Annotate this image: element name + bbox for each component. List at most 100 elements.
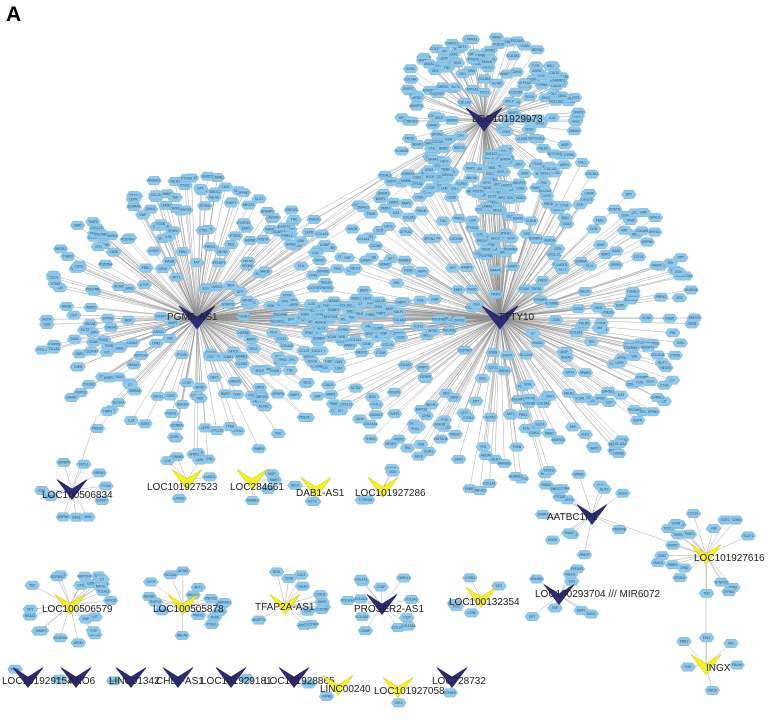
gene-node-label: LEPR <box>129 198 138 202</box>
gene-node-label: C7 <box>100 578 104 582</box>
gene-node: CLDN5 <box>523 216 539 226</box>
gene-node: LEPR <box>143 577 159 587</box>
gene-node: PECAM1 <box>509 36 526 46</box>
gene-node: FAP <box>565 422 581 432</box>
gene-node-shape <box>239 261 255 271</box>
gene-node-label: CYR61 <box>463 416 474 420</box>
gene-node: COMP <box>317 240 333 250</box>
gene-node: COL11A1 <box>649 350 666 360</box>
gene-node-label: SGCA <box>535 423 545 427</box>
gene-node-label: FN1 <box>275 432 281 436</box>
network-edge <box>479 317 501 491</box>
gene-node-label: EFEMP1 <box>213 261 226 265</box>
gene-node-label: LAMA2 <box>161 204 172 208</box>
gene-node-label: APOD <box>195 385 205 389</box>
gene-node: COMP <box>357 626 374 636</box>
gene-node: FOS <box>412 295 429 305</box>
gene-node-label: TEK <box>172 196 179 200</box>
gene-node-shape <box>476 88 492 98</box>
gene-node-shape <box>522 115 538 125</box>
gene-node-label: SELE <box>249 347 257 351</box>
gene-node-shape <box>202 242 219 252</box>
gene-node-shape <box>195 225 212 235</box>
network-edge <box>422 317 501 368</box>
gene-node-label: COL1A2 <box>340 304 352 308</box>
gene-node: ABCA8 <box>174 631 190 640</box>
network-edge <box>196 217 274 319</box>
gene-node: ZNF423 <box>483 149 499 159</box>
hub-node: LOC101929181 <box>201 667 272 688</box>
gene-node-label: MAOB <box>488 201 497 205</box>
gene-node-label: SNAI2 <box>564 531 573 535</box>
gene-node-label: IL33 <box>128 419 134 423</box>
gene-node-shape <box>454 69 471 79</box>
gene-node-label: DES <box>228 243 235 247</box>
gene-node-label: CPA3 <box>152 341 160 345</box>
gene-node-label: LMOD1 <box>581 198 592 202</box>
gene-node: MMP2 <box>323 390 339 400</box>
gene-node-label: SYNPO2 <box>222 302 235 306</box>
gene-node: COL1A2 <box>45 344 62 354</box>
gene-node-label: PDE2A <box>299 416 310 420</box>
gene-node: COL6A3 <box>353 594 369 604</box>
gene-node-label: NNMT <box>162 192 171 196</box>
gene-node-shape <box>649 350 666 360</box>
gene-node: MYH11 <box>646 227 663 237</box>
gene-node-label: ABCA8 <box>177 634 188 638</box>
gene-node-label: RSPO3 <box>180 208 191 212</box>
gene-node: LUM <box>191 455 208 465</box>
gene-node-label: LUM <box>335 367 342 371</box>
gene-node: MYLK <box>489 206 506 215</box>
gene-node-shape <box>429 130 446 140</box>
gene-node-shape <box>447 82 464 92</box>
network-edge <box>499 239 538 319</box>
gene-node-label: CYR61 <box>537 83 548 87</box>
gene-node-label: CPA3 <box>502 130 510 134</box>
gene-node-label: COL3A1 <box>507 54 519 58</box>
network-edge <box>494 317 501 460</box>
gene-node-label: CALD1 <box>323 383 334 387</box>
gene-node: CTGF <box>373 582 389 592</box>
network-edge <box>416 183 501 319</box>
gene-node-label: DPT <box>626 193 632 197</box>
network-edge <box>497 210 501 319</box>
gene-node: PTGIS <box>203 620 220 629</box>
gene-node-shape <box>458 263 475 272</box>
hub-node-label: LOC101927286 <box>355 488 426 499</box>
gene-node: SELE <box>245 344 262 354</box>
gene-node-label: FBLN5 <box>579 321 589 325</box>
gene-node: COMP <box>146 246 162 256</box>
gene-node-label: ATP1A2 <box>411 182 423 186</box>
gene-node: CD36 <box>547 315 564 325</box>
gene-node-label: VCAN <box>575 396 585 400</box>
gene-node-shape <box>211 258 227 268</box>
gene-node: KCNMB1 <box>544 298 560 308</box>
gene-node-label: FOSB <box>404 268 413 272</box>
gene-node-label: CNN1 <box>450 396 459 400</box>
gene-node-label: CNN1 <box>594 306 603 310</box>
gene-node-label: RGS5 <box>548 538 557 542</box>
gene-node-shape <box>488 32 505 42</box>
gene-node-label: GSN <box>43 323 51 327</box>
gene-node: SCARA5 <box>683 285 699 295</box>
gene-node-label: MYLK <box>426 175 436 179</box>
gene-node: SCARA5 <box>52 633 68 643</box>
gene-node: LEPR <box>435 54 452 63</box>
gene-node-label: NID1 <box>196 396 203 400</box>
gene-node: ABCA8 <box>82 319 98 329</box>
gene-node-shape <box>436 156 453 166</box>
gene-node: ANGPT2 <box>250 615 267 625</box>
gene-node: ADH1B <box>541 236 558 245</box>
gene-node-label: FAP <box>622 228 628 232</box>
gene-node-shape <box>372 348 389 358</box>
gene-node: ADAM12 <box>368 410 384 420</box>
network-edge <box>196 240 251 319</box>
gene-node-shape <box>254 392 270 402</box>
gene-node-shape <box>613 390 629 400</box>
gene-node-label: EMP1 <box>505 40 514 44</box>
gene-node: VCAN <box>324 332 340 342</box>
gene-node-label: GPX3 <box>566 371 575 375</box>
gene-node: CD93 <box>512 184 529 193</box>
gene-node: POSTN <box>386 387 403 397</box>
network-edge <box>483 100 557 121</box>
